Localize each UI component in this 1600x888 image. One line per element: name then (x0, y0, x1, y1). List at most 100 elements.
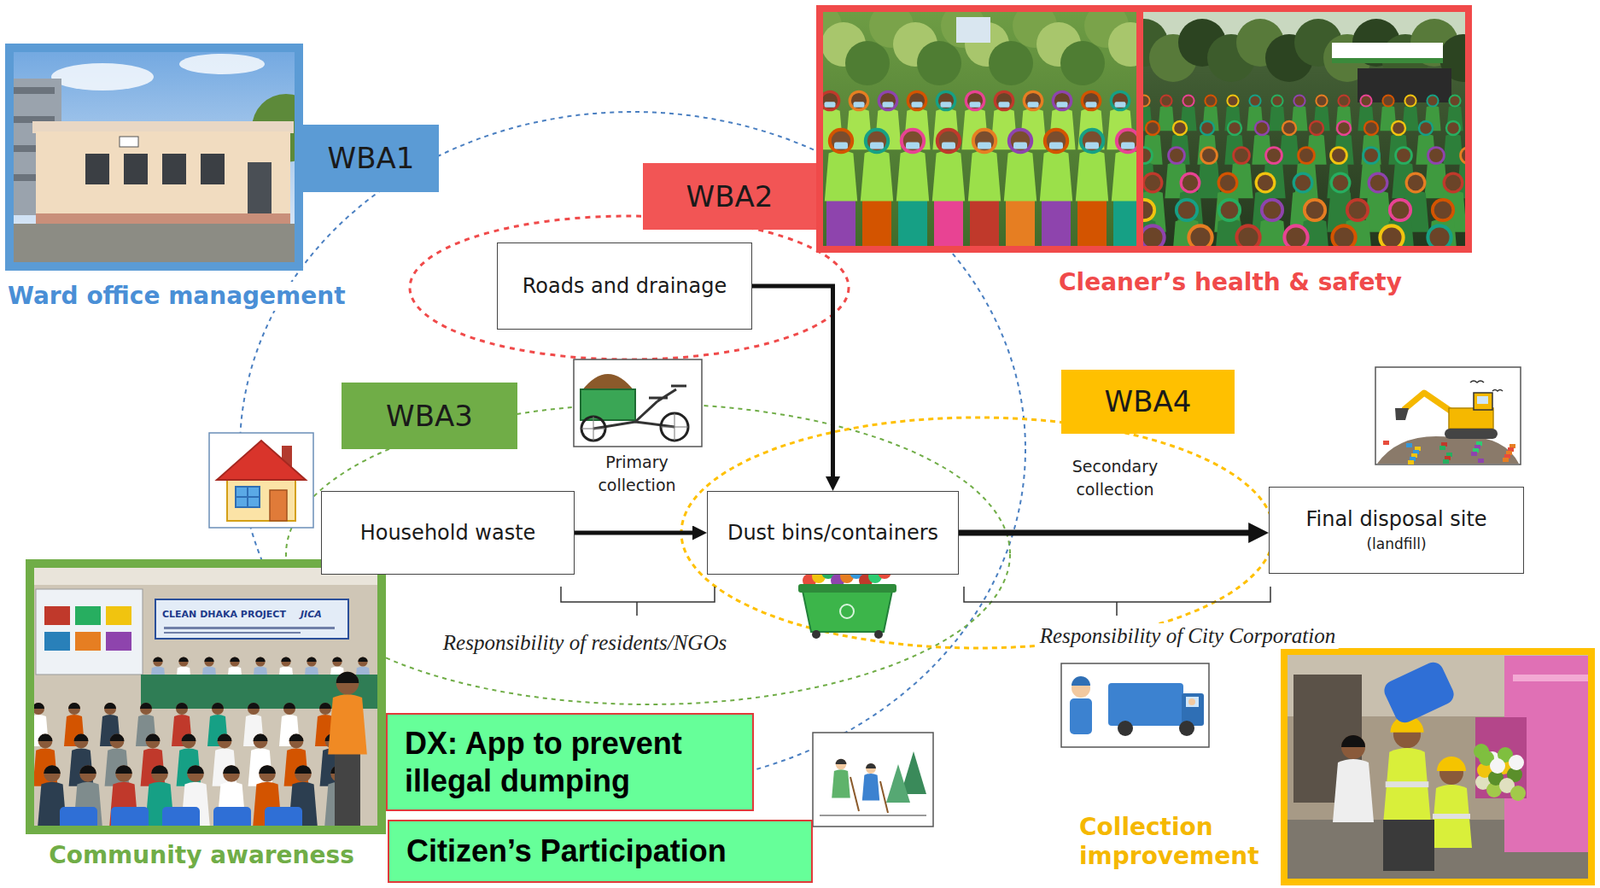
node-text: WBA4 (1104, 384, 1192, 420)
person-body (1157, 105, 1174, 132)
person-hair (222, 764, 240, 774)
person-hair (229, 656, 240, 662)
truck-wheel (1179, 720, 1195, 736)
person-head (1046, 131, 1066, 151)
person-hair (258, 764, 276, 774)
person-head (1142, 227, 1163, 247)
process-box: Dust bins/containers (706, 490, 959, 575)
person-head (880, 93, 896, 109)
foliage (1060, 40, 1105, 86)
banner-fine-print (163, 631, 301, 634)
responsibility-note: Responsibility of residents/NGOs (440, 630, 730, 656)
person-scarf (1430, 198, 1455, 222)
projection-screen (35, 589, 143, 675)
person-scarf (1330, 172, 1352, 194)
node-text: DX: App to prevent illegal dumping (404, 724, 736, 799)
stage-label: Secondary collection (1055, 455, 1175, 501)
banner (1331, 42, 1443, 64)
person-hair (38, 734, 53, 742)
banner-logo: JICA (300, 608, 322, 620)
person-hair (145, 734, 161, 742)
person-scarf (1394, 145, 1414, 165)
person-mask (1027, 101, 1040, 108)
person-hair (357, 656, 368, 662)
roof-slab (32, 121, 294, 134)
cloud (179, 53, 265, 75)
person-head (289, 734, 304, 749)
person-head (1249, 95, 1260, 106)
community-meeting-photo (25, 559, 386, 835)
sky (5, 43, 304, 271)
person-mask (853, 101, 865, 108)
person-scarf (1381, 93, 1395, 107)
ground-line (819, 814, 927, 817)
process-box: Final disposal site(landfill) (1268, 486, 1525, 574)
responsibility-bracket (560, 586, 715, 616)
person-body (1360, 134, 1381, 165)
person-scarf (1448, 93, 1461, 107)
truck-stripe (1512, 674, 1590, 682)
person-mask (940, 101, 952, 108)
person-scarf (1167, 145, 1186, 165)
photo-frame (819, 8, 1469, 250)
person-head (1333, 227, 1354, 247)
person-scarf (1367, 172, 1390, 194)
person-scarf (1361, 145, 1381, 165)
person-head (255, 656, 265, 666)
person-scarf (1232, 145, 1251, 165)
slide-block (105, 606, 132, 625)
person-body (1430, 784, 1472, 848)
person-hair (32, 702, 45, 709)
waste-item (1407, 460, 1414, 465)
person-head (1419, 122, 1432, 135)
person-mask (905, 142, 920, 150)
slide-block (105, 631, 132, 651)
person-mask (977, 142, 992, 150)
person-body (1332, 759, 1374, 823)
person-scarf (1314, 93, 1328, 107)
node-text: Roads and drainage (522, 274, 728, 299)
person-scarf (971, 128, 998, 154)
person-head (831, 131, 851, 151)
tree (886, 764, 911, 803)
person-head (43, 764, 61, 783)
person-head (1183, 95, 1193, 106)
person-head (1255, 122, 1268, 135)
person-head (967, 93, 983, 109)
person-scarf (1172, 120, 1188, 136)
banner-stripe (1331, 58, 1443, 64)
person-hair (247, 702, 260, 709)
wall-trim (35, 213, 291, 224)
person-head (1392, 122, 1405, 135)
person-head (865, 763, 876, 774)
person-scarf (1254, 120, 1270, 136)
person-head (152, 656, 163, 666)
wba-tag: WBA1 (303, 124, 439, 193)
person-head (1202, 148, 1216, 163)
waste-item (1406, 443, 1413, 448)
person-head (1332, 175, 1349, 191)
person-hair (186, 764, 205, 774)
person-body (1039, 150, 1073, 201)
person-scarf (906, 90, 929, 112)
person-head (104, 702, 117, 715)
person-head (74, 734, 89, 749)
person-head (1383, 95, 1393, 106)
person-scarf (1390, 120, 1407, 136)
person-head (222, 764, 240, 783)
person-head (1182, 175, 1198, 191)
person-scarf (877, 90, 900, 112)
foliage (988, 40, 1034, 86)
icon-frame (1375, 367, 1521, 465)
person-head (1447, 122, 1460, 135)
person-scarf (1405, 172, 1427, 194)
person-head (1227, 95, 1238, 106)
person-head (1341, 735, 1366, 760)
person-body (1111, 150, 1140, 201)
person-scarf (1336, 120, 1352, 136)
node-text: (landfill) (1366, 535, 1426, 553)
person-hair (332, 656, 342, 662)
person-head (211, 702, 224, 715)
person-scarf (1080, 90, 1103, 112)
node-text: Dust bins/containers (727, 520, 939, 546)
